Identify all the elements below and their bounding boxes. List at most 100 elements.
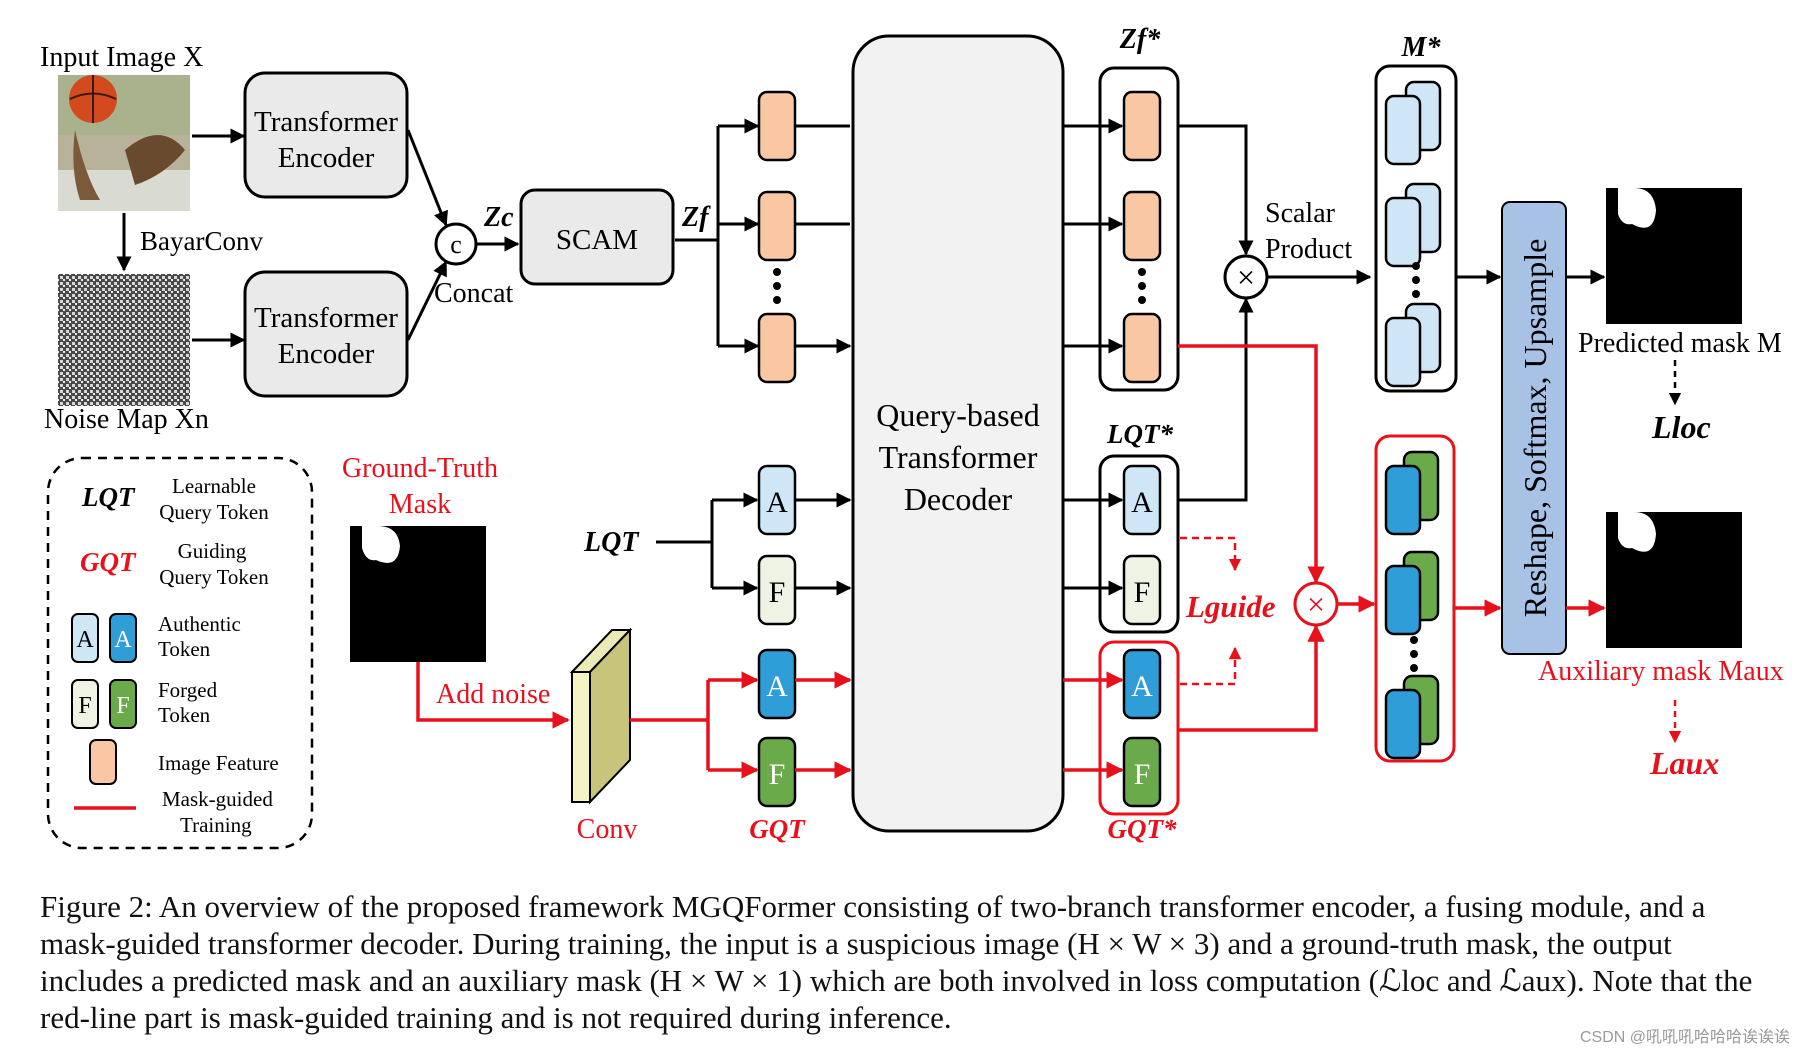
noise-map-thumbnail: [58, 274, 190, 406]
l-aux-label: Laux: [1649, 745, 1719, 781]
image-feature-token: [1122, 312, 1162, 384]
auxiliary-mask-label: Auxiliary mask Maux: [1538, 656, 1784, 687]
auxiliary-mask-image: [1606, 512, 1742, 648]
legend-box: [46, 456, 314, 850]
token-f-text: F: [1134, 758, 1151, 791]
authentic-token-dark: [757, 648, 797, 720]
legend-image-feature-label: Image Feature: [158, 751, 279, 775]
transformer-encoder-top: [243, 71, 409, 199]
forged-token-dark: [757, 736, 797, 808]
watermark: CSDN @吼吼吼哈哈哈诶诶诶: [1579, 1029, 1790, 1046]
token-a-text: A: [76, 627, 94, 653]
legend-lqt-symbol: LQT: [81, 482, 136, 512]
input-image-thumbnail: [58, 75, 190, 211]
query-based-transformer-decoder: [851, 34, 1065, 833]
image-feature-token: [757, 312, 797, 384]
legend-forged-line1: Forged: [158, 678, 218, 702]
token-a-text: A: [1131, 486, 1153, 519]
decoder-line2: Transformer: [879, 439, 1038, 475]
image-feature-token: [757, 190, 797, 262]
encoder-bottom-line2: Encoder: [278, 338, 375, 370]
authentic-token-light: [1122, 464, 1162, 536]
encoder-top-line1: Transformer: [254, 106, 398, 138]
ground-truth-mask-image: [350, 526, 486, 662]
token-a-text: A: [1131, 670, 1153, 703]
legend-forged-line2: Token: [158, 703, 211, 727]
authentic-token-dark: [1122, 648, 1162, 720]
mask-embedding-stack: [1384, 80, 1442, 388]
scalar-product-node: [1223, 254, 1269, 300]
token-a-text: A: [766, 670, 788, 703]
token-f-text: F: [78, 693, 91, 719]
conv-label: Conv: [577, 814, 638, 845]
legend-authentic-line2: Token: [158, 637, 211, 661]
encoder-top-line2: Encoder: [278, 142, 375, 174]
token-f-text: F: [1134, 576, 1151, 609]
noise-map-label: Noise Map Xn: [44, 404, 209, 435]
token-f-text: F: [116, 693, 129, 719]
legend-mask-line2: Training: [180, 813, 252, 837]
scalar-label-line1: Scalar: [1265, 198, 1336, 229]
scam-block: [519, 188, 675, 286]
token-f-text: F: [769, 758, 786, 791]
concat-node: [434, 222, 478, 266]
aux-embedding-group: [1374, 434, 1456, 763]
add-noise-label: Add noise: [436, 679, 550, 710]
legend-lqt-line2: Query Token: [159, 500, 269, 524]
reshape-softmax-upsample: [1501, 201, 1567, 655]
figure-caption: Figure 2: An overview of the proposed fr…: [40, 889, 1753, 1035]
conv-block: [569, 627, 633, 805]
aux-embedding-stack: [1384, 450, 1440, 760]
multiply-symbol: ×: [1237, 259, 1255, 295]
concat-label: Concat: [434, 278, 514, 309]
l-loc-label: Lloc: [1651, 409, 1711, 445]
m-star-group: [1374, 64, 1458, 393]
gt-mask-line1: Ground-Truth: [342, 453, 498, 484]
gqt-star-group: [1098, 640, 1180, 816]
legend-authentic-light: [71, 613, 99, 663]
decoder-line3: Decoder: [904, 481, 1013, 517]
lqt-star-group: [1098, 454, 1180, 634]
encoder-bottom-line1: Transformer: [254, 302, 398, 334]
legend-lqt-line1: Learnable: [172, 474, 256, 498]
scam-label: SCAM: [556, 224, 638, 256]
scalar-label-line2: Product: [1265, 234, 1352, 265]
transformer-encoder-bottom: [243, 270, 409, 398]
m-star-label: M*: [1401, 32, 1442, 63]
legend-authentic-dark: [109, 613, 137, 663]
concat-symbol: c: [450, 230, 462, 259]
zf-star-group: [1098, 66, 1180, 392]
image-feature-token: [1122, 90, 1162, 162]
legend-forged-light: [71, 679, 99, 729]
reshape-label: Reshape, Softmax, Upsample: [1517, 239, 1553, 618]
decoder-line1: Query-based: [876, 397, 1039, 433]
legend-gqt-line2: Query Token: [159, 565, 269, 589]
image-feature-token: [757, 90, 797, 162]
bayarconv-label: BayarConv: [140, 226, 263, 256]
token-f-text: F: [769, 576, 786, 609]
legend-gqt-symbol: GQT: [80, 547, 137, 577]
token-a-text: A: [766, 486, 788, 519]
legend-image-feature-swatch: [89, 739, 117, 785]
forged-token-light: [757, 554, 797, 626]
legend-gqt-line1: Guiding: [178, 539, 247, 563]
predicted-mask-label: Predicted mask M: [1578, 328, 1782, 359]
zf-star-label: Zf*: [1119, 24, 1161, 55]
lqt-star-label: LQT*: [1106, 419, 1173, 449]
gqt-star-label: GQT*: [1108, 814, 1177, 844]
lqt-input-label: LQT: [583, 527, 640, 558]
gt-mask-line2: Mask: [389, 489, 451, 520]
forged-token-dark: [1122, 736, 1162, 808]
gqt-label: GQT: [749, 814, 806, 844]
legend-authentic-line1: Authentic: [158, 612, 241, 636]
legend-forged-dark: [109, 679, 137, 729]
legend-mask-line1: Mask-guided: [162, 787, 273, 811]
image-feature-token: [1122, 190, 1162, 262]
zf-label: Zf: [681, 202, 711, 233]
multiply-symbol: ×: [1307, 586, 1325, 622]
aux-product-node: [1293, 581, 1339, 627]
input-image-label: Input Image X: [40, 42, 203, 73]
l-guide-label: Lguide: [1185, 589, 1276, 624]
